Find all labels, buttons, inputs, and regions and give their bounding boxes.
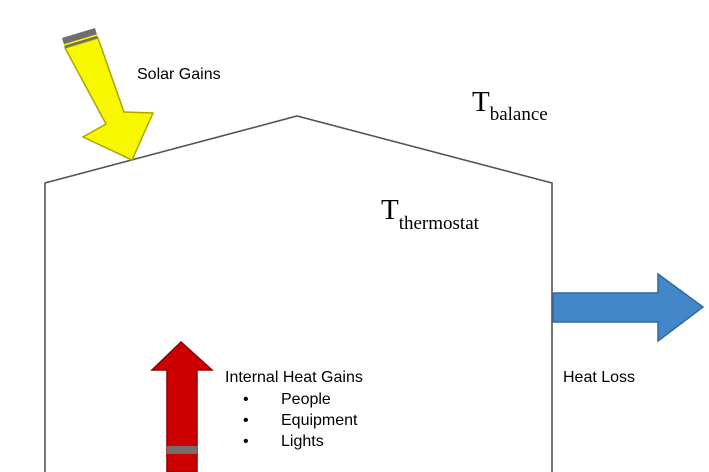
list-item-lights: Lights — [281, 433, 324, 450]
list-item-equipment: Equipment — [281, 412, 358, 429]
list-bullet: • — [243, 412, 249, 429]
t-balance-label: Tbalance — [472, 86, 548, 125]
t-balance-subscript: balance — [490, 104, 548, 125]
heat-loss-arrow — [552, 272, 705, 343]
internal-heat-gains-label: Internal Heat Gains — [225, 369, 363, 386]
internal-gains-arrow — [150, 340, 214, 472]
solar-gains-arrow — [62, 28, 155, 162]
solar-gains-label: Solar Gains — [137, 66, 221, 83]
t-balance-main: T — [472, 86, 490, 118]
list-item-people: People — [281, 391, 331, 408]
building-outline — [44, 115, 553, 472]
t-thermostat-subscript: thermostat — [399, 213, 480, 234]
list-bullet: • — [243, 391, 249, 408]
internal-gains-list: • People • Equipment • Lights — [243, 391, 358, 450]
t-thermostat-main: T — [381, 194, 399, 226]
heat-loss-label: Heat Loss — [563, 369, 635, 386]
t-thermostat-label: Tthermostat — [381, 194, 480, 234]
list-bullet: • — [243, 433, 249, 450]
